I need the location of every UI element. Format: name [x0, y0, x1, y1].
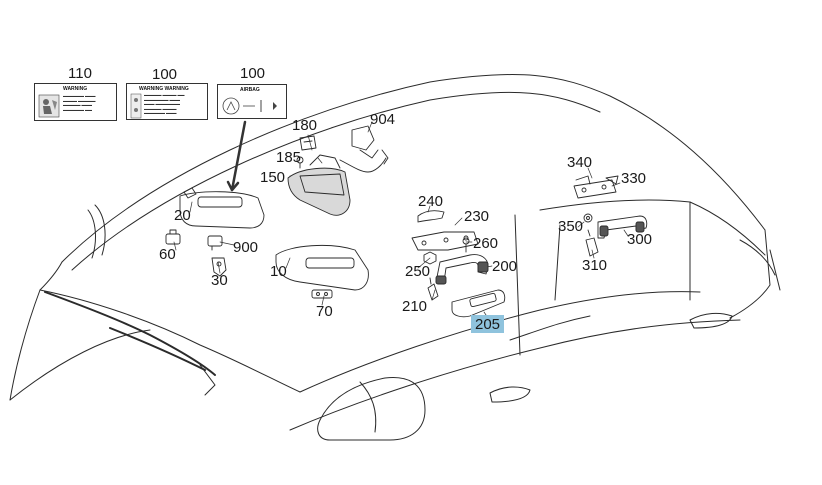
nut-250 — [423, 251, 437, 265]
callout-200: 200 — [492, 258, 518, 275]
callout-100b: 100 — [240, 65, 266, 82]
grab-handle-300 — [597, 215, 648, 239]
warning-pictogram-110 — [38, 94, 60, 118]
callout-310: 310 — [582, 257, 608, 274]
callout-350: 350 — [558, 218, 584, 235]
callout-185: 185 — [276, 149, 302, 166]
callout-20: 20 — [174, 207, 191, 224]
nut-350 — [583, 213, 593, 223]
callout-70: 70 — [316, 303, 333, 320]
sun-visor-right — [275, 244, 369, 291]
clip-30 — [211, 257, 227, 277]
card-110-text: ▬▬▬▬▬▬ ▬▬▬▬▬▬▬ ▬▬▬▬▬▬▬▬▬▬ ▬▬▬▬▬▬▬▬▬ ▬▬ — [63, 94, 96, 112]
warning-label-110: WARNING ▬▬▬▬▬▬ ▬▬▬▬▬▬▬ ▬▬▬▬▬▬▬▬▬▬ ▬▬▬▬▬▬… — [34, 83, 117, 121]
screw-260 — [462, 237, 470, 253]
lamp-205 — [451, 289, 506, 318]
callout-330: 330 — [621, 170, 647, 187]
callout-260: 260 — [473, 235, 499, 252]
callout-210: 210 — [402, 298, 428, 315]
trim-240 — [417, 210, 445, 223]
connector-904 — [351, 125, 379, 159]
callout-904: 904 — [370, 111, 396, 128]
callout-150: 150 — [260, 169, 286, 186]
callout-180: 180 — [292, 117, 318, 134]
airbag-label-100b: AIRBAG — [217, 84, 287, 119]
card-100b-heading: AIRBAG — [240, 87, 260, 93]
clip-60 — [165, 229, 181, 245]
clip-70 — [311, 289, 333, 299]
callout-110: 110 — [68, 65, 92, 82]
callout-60: 60 — [159, 246, 176, 263]
callout-900: 900 — [233, 239, 259, 256]
callout-100a: 100 — [152, 66, 178, 83]
car-body-outline — [9, 73, 781, 441]
clip-900 — [207, 235, 223, 251]
card-100a-heading: WARNING WARNING — [139, 86, 189, 92]
callout-300: 300 — [627, 231, 653, 248]
bolt-185 — [296, 156, 304, 169]
sun-visor-left — [179, 187, 265, 229]
card-110-heading: WARNING — [63, 86, 88, 92]
callout-30: 30 — [211, 272, 228, 289]
callout-205-highlighted: 205 — [471, 315, 505, 333]
callout-250: 250 — [405, 263, 431, 280]
callout-230: 230 — [464, 208, 490, 225]
bracket-180 — [299, 135, 317, 151]
grab-handle-200 — [435, 254, 489, 285]
card-100a-text: ▬▬▬▬▬ ▬▬▬▬ ▬▬▬▬▬▬▬▬▬ ▬▬▬▬▬▬ ▬▬▬▬▬▬▬▬▬▬▬▬… — [144, 93, 185, 116]
airbag-pictogram — [222, 97, 277, 115]
parts — [165, 125, 648, 318]
bracket-330-340 — [573, 175, 619, 199]
bracket-230 — [411, 231, 479, 251]
clip-210 — [427, 277, 439, 301]
callout-10: 10 — [270, 263, 287, 280]
clip-310 — [585, 229, 599, 257]
warning-pictogram-100a — [130, 93, 142, 119]
callout-340: 340 — [567, 154, 593, 171]
warning-label-100a: WARNING WARNING ▬▬▬▬▬ ▬▬▬▬ ▬▬▬▬▬▬▬▬▬ ▬▬▬… — [126, 83, 208, 120]
overhead-console — [287, 149, 389, 216]
callout-240: 240 — [418, 193, 444, 210]
